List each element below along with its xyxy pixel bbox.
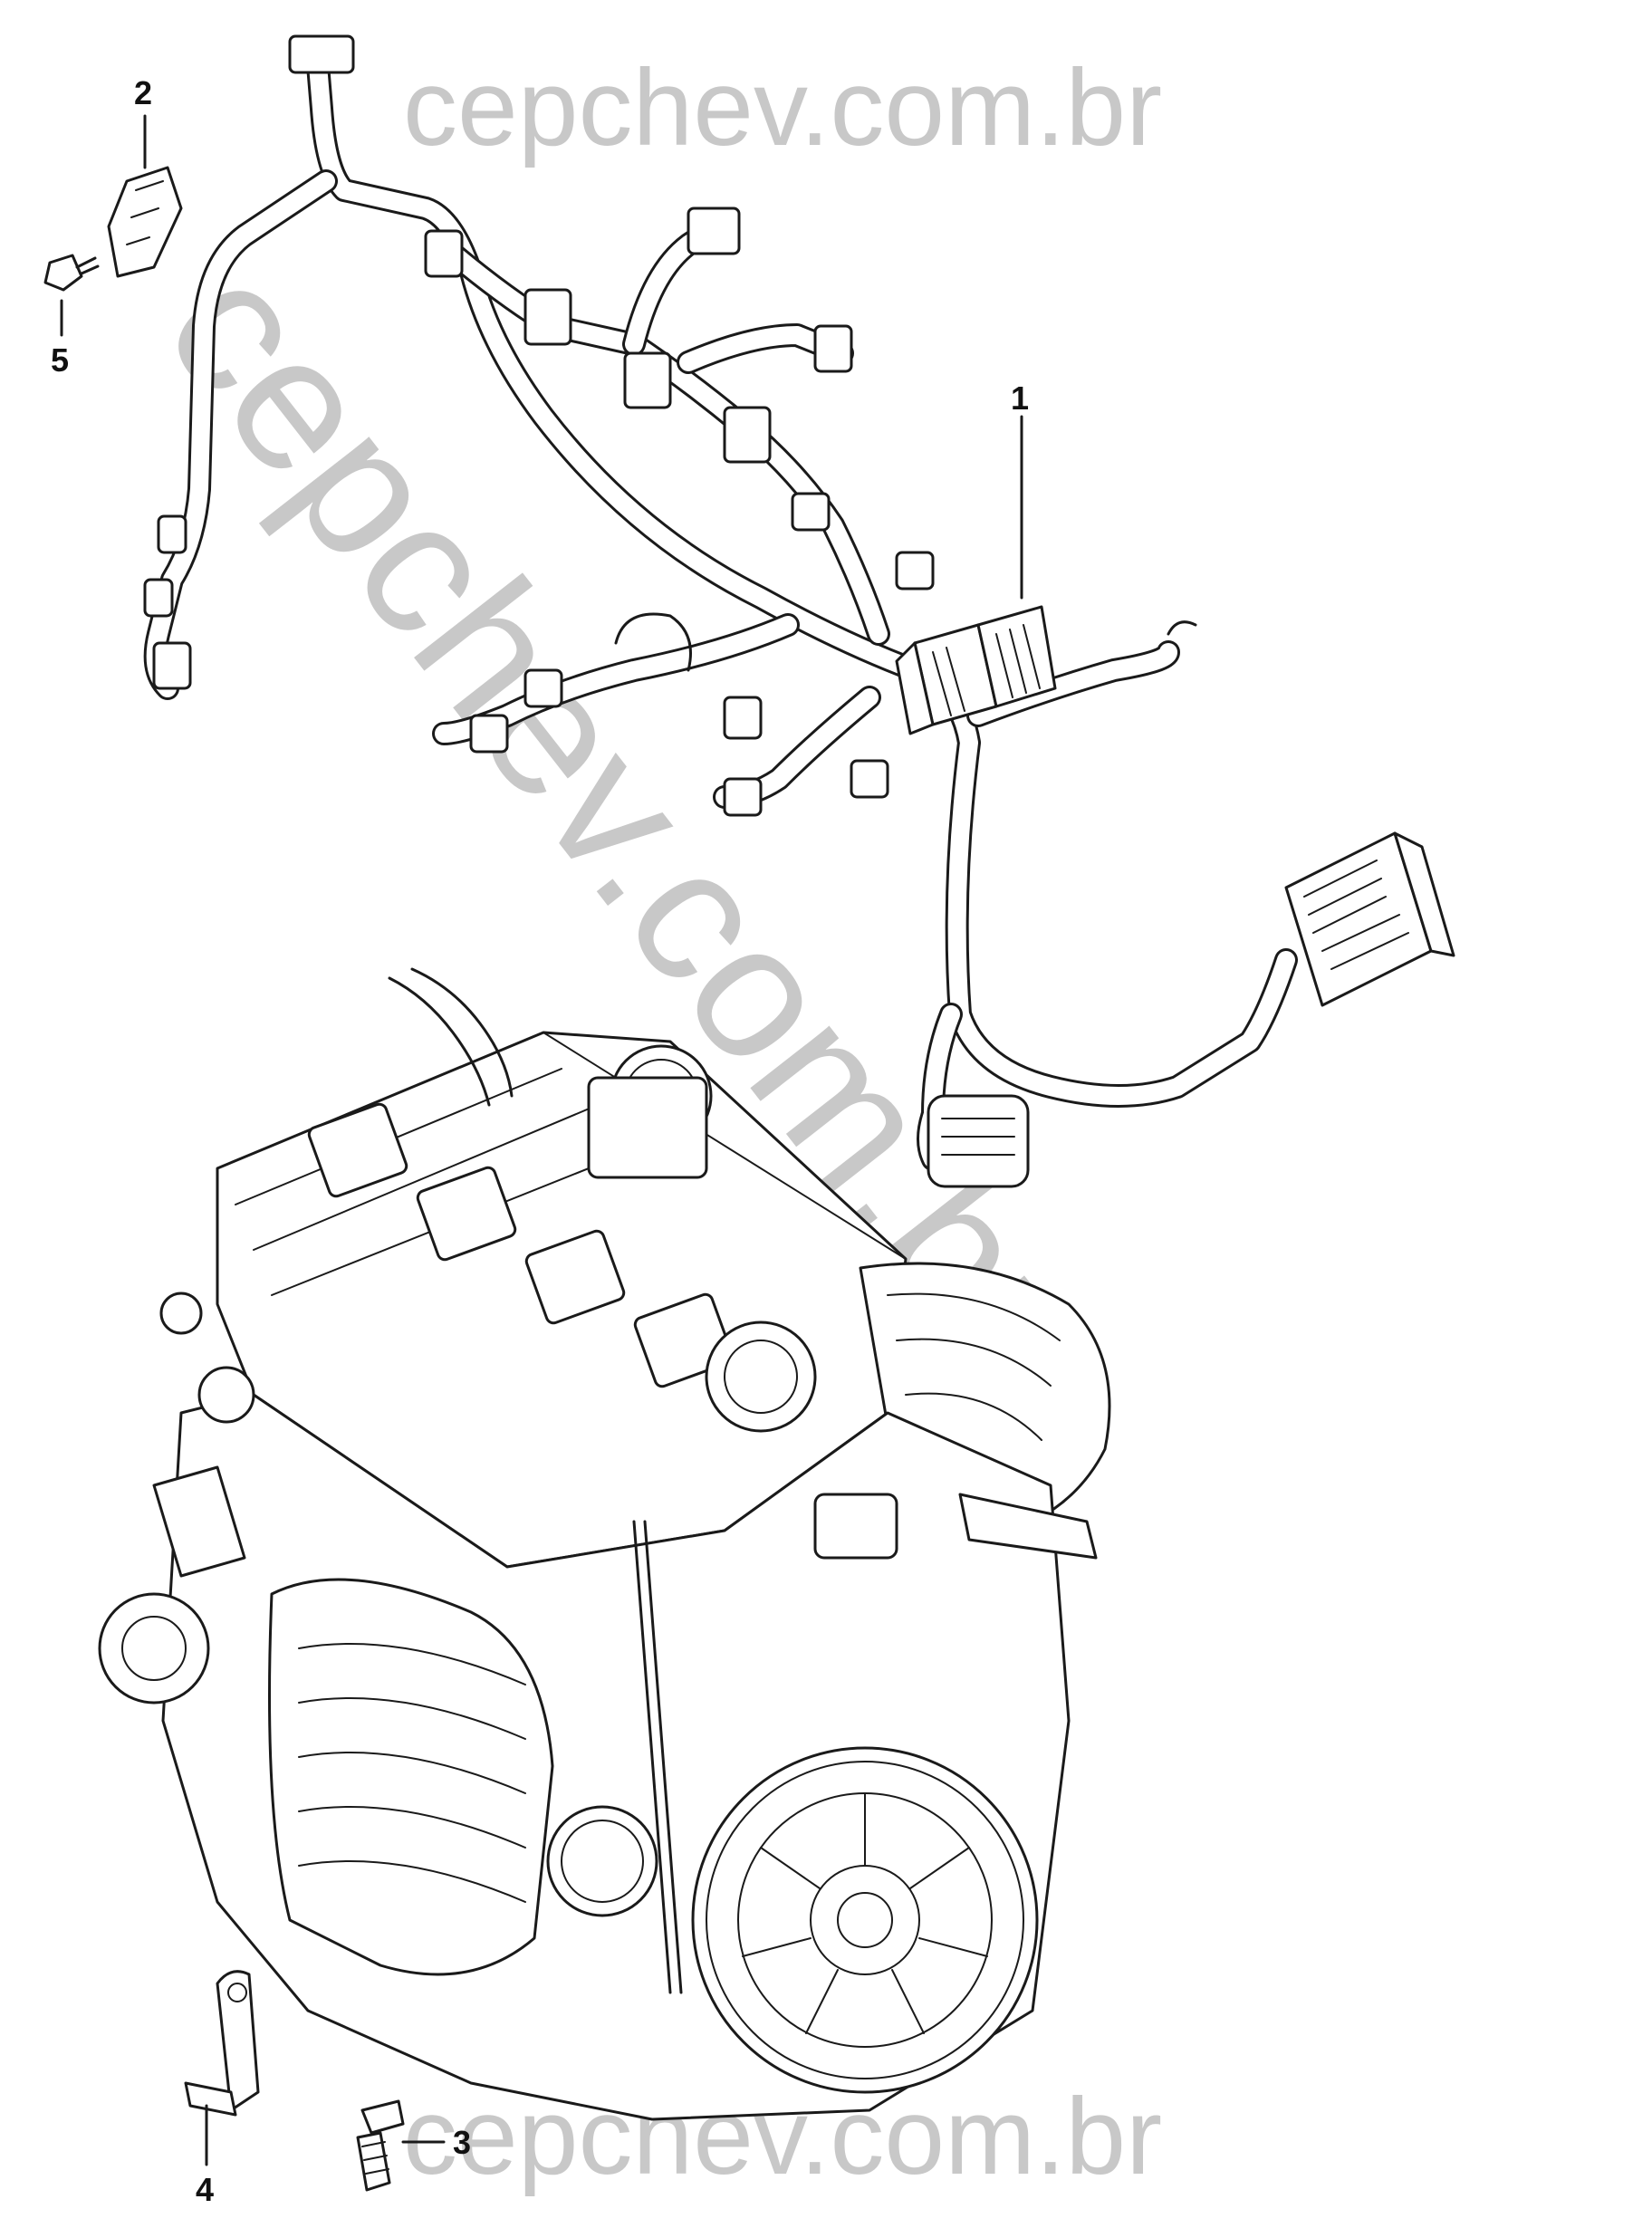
watermark-top: cepchev.com.br [403,47,1162,168]
callout-1: 1 [1011,379,1029,417]
bracket-part-4 [184,1970,260,2117]
bolt-part-5 [43,254,100,292]
clip-part-3 [356,2099,405,2192]
callout-3: 3 [453,2124,471,2161]
engine-assembly [98,967,1111,2121]
callout-4: 4 [196,2171,214,2208]
callout-2: 2 [134,74,152,111]
callout-5: 5 [51,341,69,379]
round-connector [927,1094,1030,1188]
bracket-part-2 [107,166,183,278]
engine-wiring-harness [143,34,1455,1188]
bulkhead-connector [1284,831,1455,1007]
ecm-connector-pair [895,605,1057,735]
